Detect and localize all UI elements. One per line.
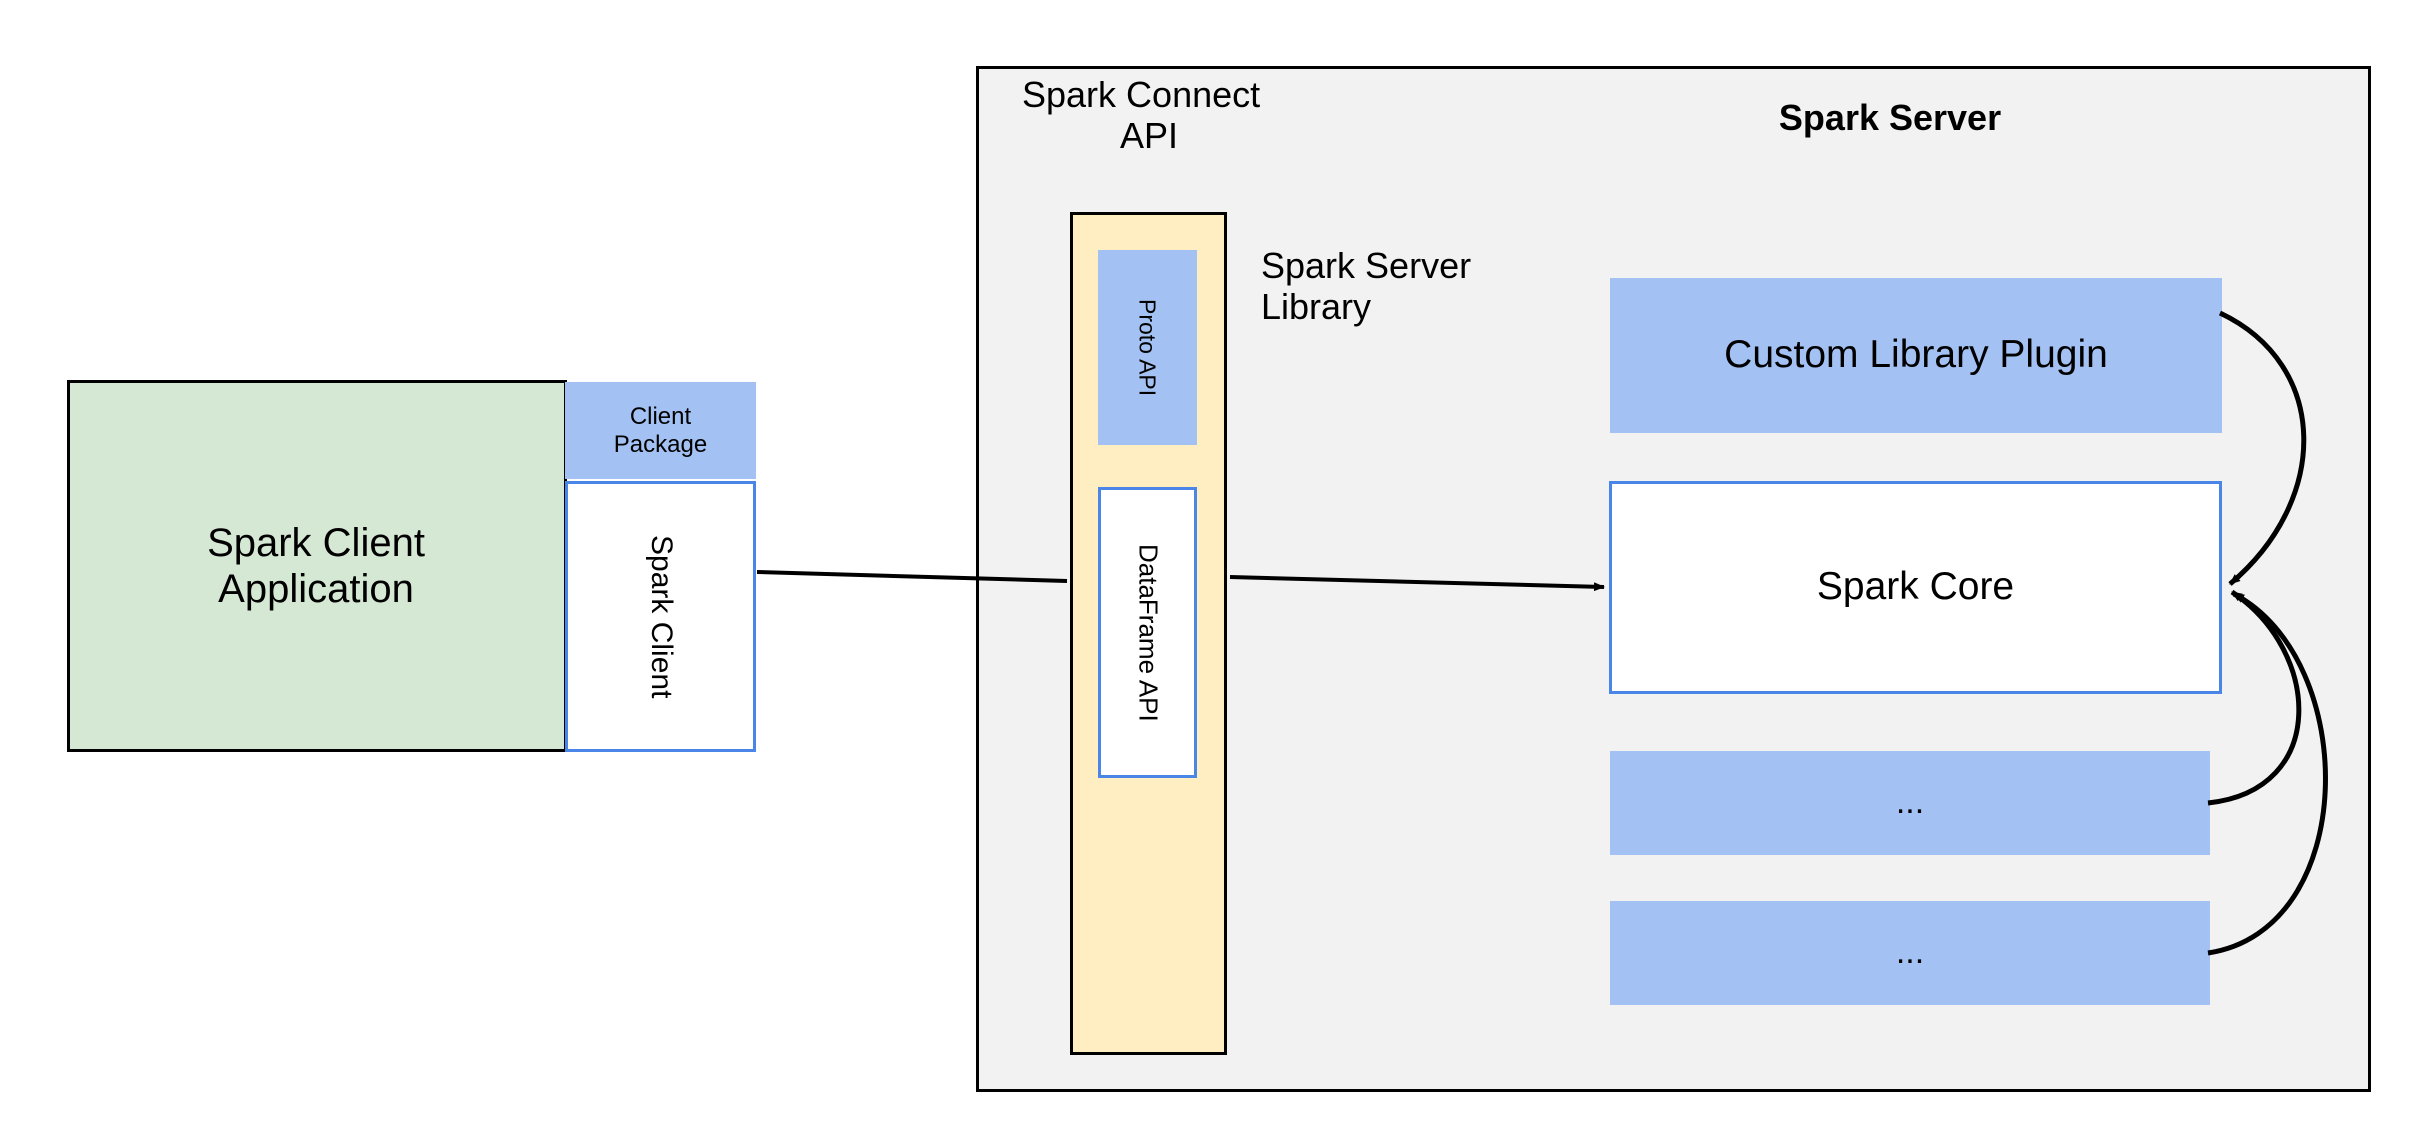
spark-core-label: Spark Core [1816, 565, 2015, 609]
server-component-ellipsis-2[interactable]: ... [1610, 901, 2210, 1005]
spark-connect-api-label-line1: Spark Connect [1022, 74, 1261, 115]
spark-server-title: Spark Server [1778, 97, 2002, 139]
dataframe-api-box[interactable]: DataFrame API [1098, 487, 1197, 778]
client-package-line2: Package [613, 430, 708, 458]
spark-server-library-label-line2: Library [1261, 286, 1372, 328]
spark-client-box[interactable]: Spark Client [565, 481, 756, 752]
server-component-ellipsis-1-label: ... [1895, 783, 1925, 822]
spark-server-library-label: Spark Server Library [1257, 245, 1557, 335]
spark-client-label: Spark Client [644, 534, 678, 699]
spark-core-box[interactable]: Spark Core [1609, 481, 2222, 694]
spark-client-application-line1: Spark Client [207, 521, 425, 565]
spark-server-library-label-line1: Spark Server [1261, 245, 1472, 286]
spark-connect-api-label: Spark Connect API [1004, 66, 1294, 176]
client-package-line1: Client [629, 402, 692, 430]
proto-api-label: Proto API [1134, 298, 1161, 397]
spark-connect-api-label-line2: API [1119, 115, 1179, 157]
custom-library-plugin-label: Custom Library Plugin [1724, 333, 2108, 377]
proto-api-box[interactable]: Proto API [1098, 250, 1197, 445]
spark-client-application-line2: Application [218, 567, 414, 611]
server-component-ellipsis-1[interactable]: ... [1610, 751, 2210, 855]
dataframe-api-label: DataFrame API [1133, 543, 1164, 722]
server-component-ellipsis-2-label: ... [1895, 933, 1925, 972]
custom-library-plugin-box[interactable]: Custom Library Plugin [1610, 278, 2222, 433]
